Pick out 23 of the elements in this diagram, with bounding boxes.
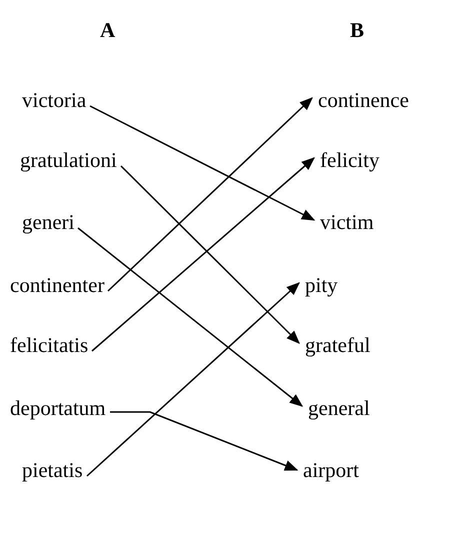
word: continence: [318, 88, 409, 112]
arrow: [86, 282, 300, 477]
column-heading: A: [100, 18, 116, 42]
arrow: [110, 411, 298, 471]
arrow: [120, 165, 300, 344]
column-heading: B: [350, 18, 364, 42]
arrow: [107, 97, 313, 292]
word: continenter: [10, 273, 104, 297]
word: victoria: [22, 88, 86, 112]
word: generi: [22, 210, 74, 234]
word: deportatum: [10, 396, 106, 420]
word: gratulationi: [20, 148, 117, 172]
word: airport: [303, 458, 359, 482]
word: general: [308, 396, 370, 420]
arrow: [90, 105, 316, 221]
word: grateful: [305, 333, 370, 357]
word: victim: [320, 210, 374, 234]
arrow: [92, 157, 316, 352]
word: felicitatis: [10, 333, 88, 357]
word: felicity: [320, 148, 380, 172]
word: pietatis: [22, 458, 83, 482]
arrow: [78, 227, 304, 407]
word: pity: [305, 273, 338, 297]
